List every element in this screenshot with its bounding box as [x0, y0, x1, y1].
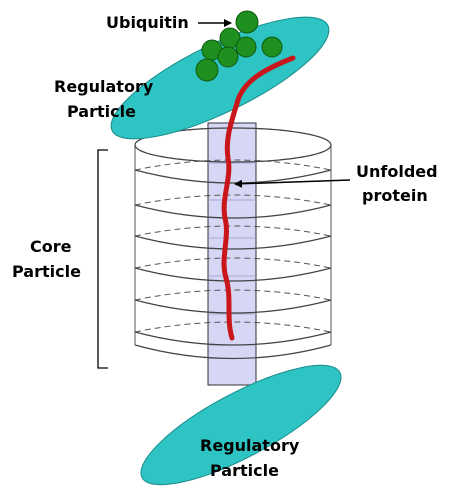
regulatory-bottom-label-line1: Regulatory	[200, 436, 300, 455]
ubiquitin-unit-icon	[218, 47, 238, 67]
core-particle	[135, 123, 331, 385]
ubiquitin-unit-icon	[236, 11, 258, 33]
ubiquitin-label: Ubiquitin	[106, 13, 189, 32]
core-bracket	[98, 150, 108, 368]
ubiquitin-unit-icon	[236, 37, 256, 57]
regulatory-top-label-line2: Particle	[67, 102, 136, 121]
regulatory-bottom-label-line2: Particle	[210, 461, 279, 480]
regulatory-top-label-line1: Regulatory	[54, 77, 154, 96]
unfolded-protein-label-line2: protein	[362, 186, 428, 205]
ubiquitin-unit-icon	[196, 59, 218, 81]
core-particle-label-line2: Particle	[12, 262, 81, 281]
core-particle-label-line1: Core	[30, 237, 72, 256]
unfolded-protein-label-line1: Unfolded	[356, 162, 438, 181]
ubiquitin-unit-icon	[262, 37, 282, 57]
